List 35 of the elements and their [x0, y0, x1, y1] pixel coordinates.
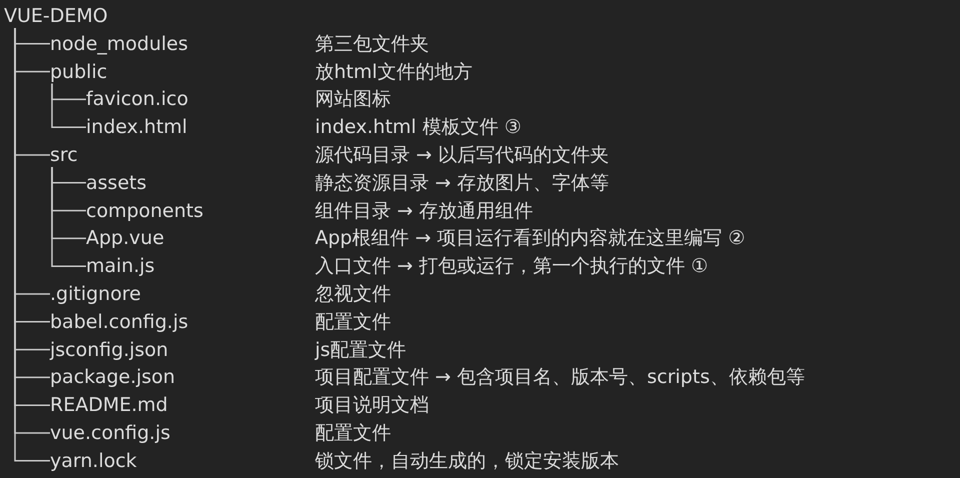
root-folder-name: VUE-DEMO [4, 4, 108, 28]
description-text: 入口文件 → 打包或运行，第一个执行的文件 ① [315, 254, 708, 278]
tree-item-name: assets [86, 170, 146, 195]
description-text: 源代码目录 → 以后写代码的文件夹 [315, 143, 609, 167]
tree-item-name: node_modules [50, 32, 188, 56]
description-text: js配置文件 [315, 338, 406, 362]
tree-item-name: components [86, 198, 204, 223]
description-text: index.html 模板文件 ③ [315, 115, 522, 140]
tree-item-name: vue.config.js [50, 421, 170, 445]
description-text: 项目配置文件 → 包含项目名、版本号、scripts、依赖包等 [315, 365, 805, 390]
description-text: 放html文件的地方 [315, 60, 472, 84]
tree-item-name: README.md [50, 393, 168, 418]
tree-item-name: .gitignore [50, 282, 141, 306]
tree-item-name: package.json [50, 365, 176, 390]
tree-connector-line [51, 167, 86, 267]
tree-item-name: public [50, 60, 108, 84]
description-text: App根组件 → 项目运行看到的内容就在这里编写 ② [315, 226, 746, 250]
tree-item-name: src [50, 143, 78, 167]
tree-item-name: favicon.ico [86, 87, 188, 112]
tree-item-name: yarn.lock [50, 448, 137, 473]
tree-item-name: main.js [86, 254, 155, 278]
description-text: 第三包文件夹 [315, 32, 429, 56]
tree-item-name: babel.config.js [50, 310, 188, 334]
description-text: 锁文件，自动生成的，锁定安装版本 [315, 448, 619, 473]
tree-item-name: index.html [86, 115, 188, 140]
description-text: 网站图标 [315, 87, 391, 112]
description-text: 组件目录 → 存放通用组件 [315, 198, 533, 223]
tree-connector-line [51, 84, 86, 128]
description-text: 配置文件 [315, 310, 391, 334]
description-text: 忽视文件 [315, 282, 391, 306]
description-text: 配置文件 [315, 421, 391, 445]
description-text: 项目说明文档 [315, 393, 429, 418]
tree-item-name: App.vue [86, 226, 164, 250]
description-text: 静态资源目录 → 存放图片、字体等 [315, 170, 609, 195]
tree-item-name: jsconfig.json [50, 338, 168, 362]
